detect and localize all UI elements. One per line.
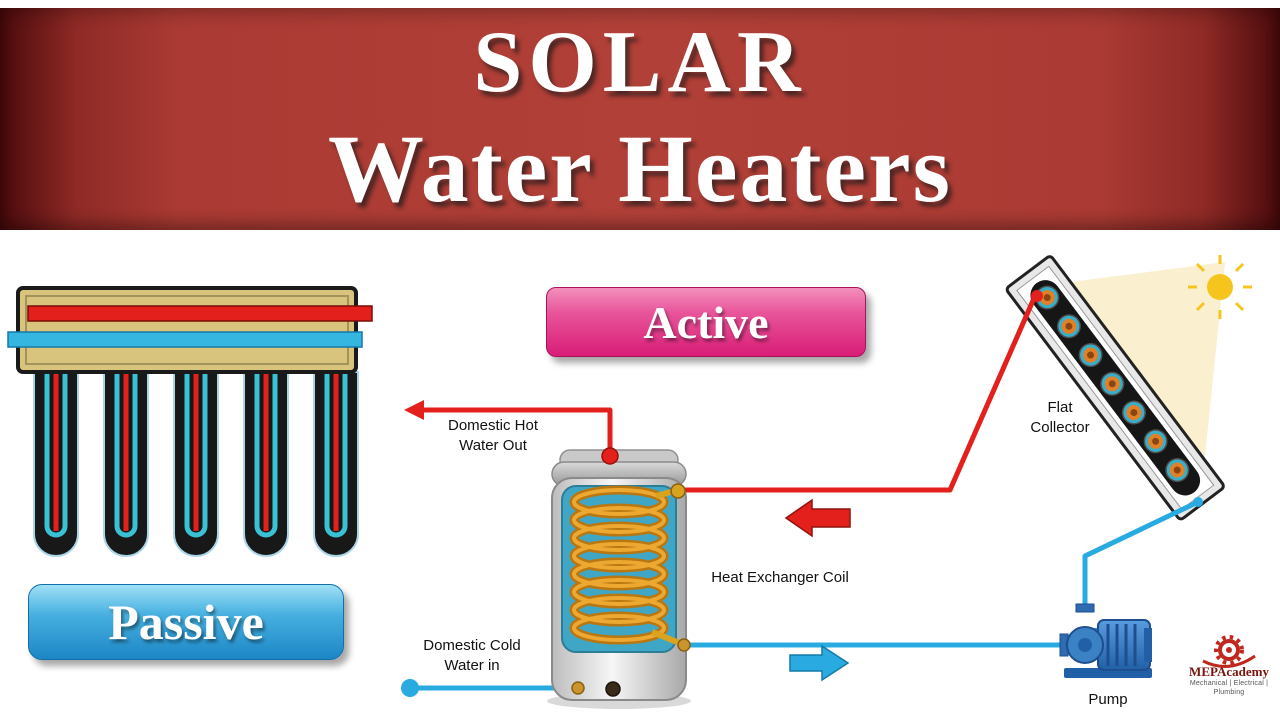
flat-collector-line2: Collector <box>1030 419 1090 436</box>
pump-label: Pump <box>1088 691 1128 708</box>
flat-collector-line1: Flat <box>1047 399 1073 416</box>
passive-collector-graphic <box>7 286 373 556</box>
hot-water-out-pipe <box>404 400 613 456</box>
title-line-1: SOLAR <box>473 14 807 111</box>
pump-icon <box>1059 603 1152 678</box>
heat-exchanger-label: Heat Exchanger Coil <box>711 569 849 586</box>
active-label-badge: Active <box>546 287 866 357</box>
logo-tagline: Mechanical | Electrical | Plumbing <box>1189 680 1269 696</box>
hot-flow-arrow-left <box>784 498 851 538</box>
flat-collector-label: Flat Collector <box>1010 398 1110 438</box>
heat-exchanger-coil-graphic <box>574 490 664 640</box>
mep-academy-logo: MEPAcademy Mechanical | Electrical | Plu… <box>1182 664 1276 697</box>
logo-gear-icon <box>1202 635 1256 668</box>
hot-water-out-line2: Water Out <box>459 437 527 454</box>
cold-water-in-line1: Domestic Cold <box>423 637 521 654</box>
active-label: Active <box>643 296 769 348</box>
sun-icon <box>1188 255 1252 319</box>
cold-water-in-label: Domestic Cold Water in <box>408 636 536 676</box>
hot-water-out-label: Domestic Hot Water Out <box>428 416 558 456</box>
passive-label: Passive <box>108 594 264 650</box>
tank-graphic <box>547 447 691 709</box>
cold-water-in-pipe <box>401 679 574 697</box>
logo-name: MEPAcademy <box>1189 664 1269 679</box>
title-banner: SOLAR Water Heaters <box>0 8 1280 230</box>
passive-label-badge: Passive <box>28 584 344 660</box>
title-line-2: Water Heaters <box>328 115 952 222</box>
hot-pipe-to-collector <box>683 290 1043 493</box>
cold-water-in-line2: Water in <box>444 657 500 674</box>
cold-pipe-collector-to-pump <box>686 497 1203 648</box>
hot-water-out-line1: Domestic Hot <box>447 417 539 434</box>
cold-flow-arrow-right <box>789 644 850 682</box>
